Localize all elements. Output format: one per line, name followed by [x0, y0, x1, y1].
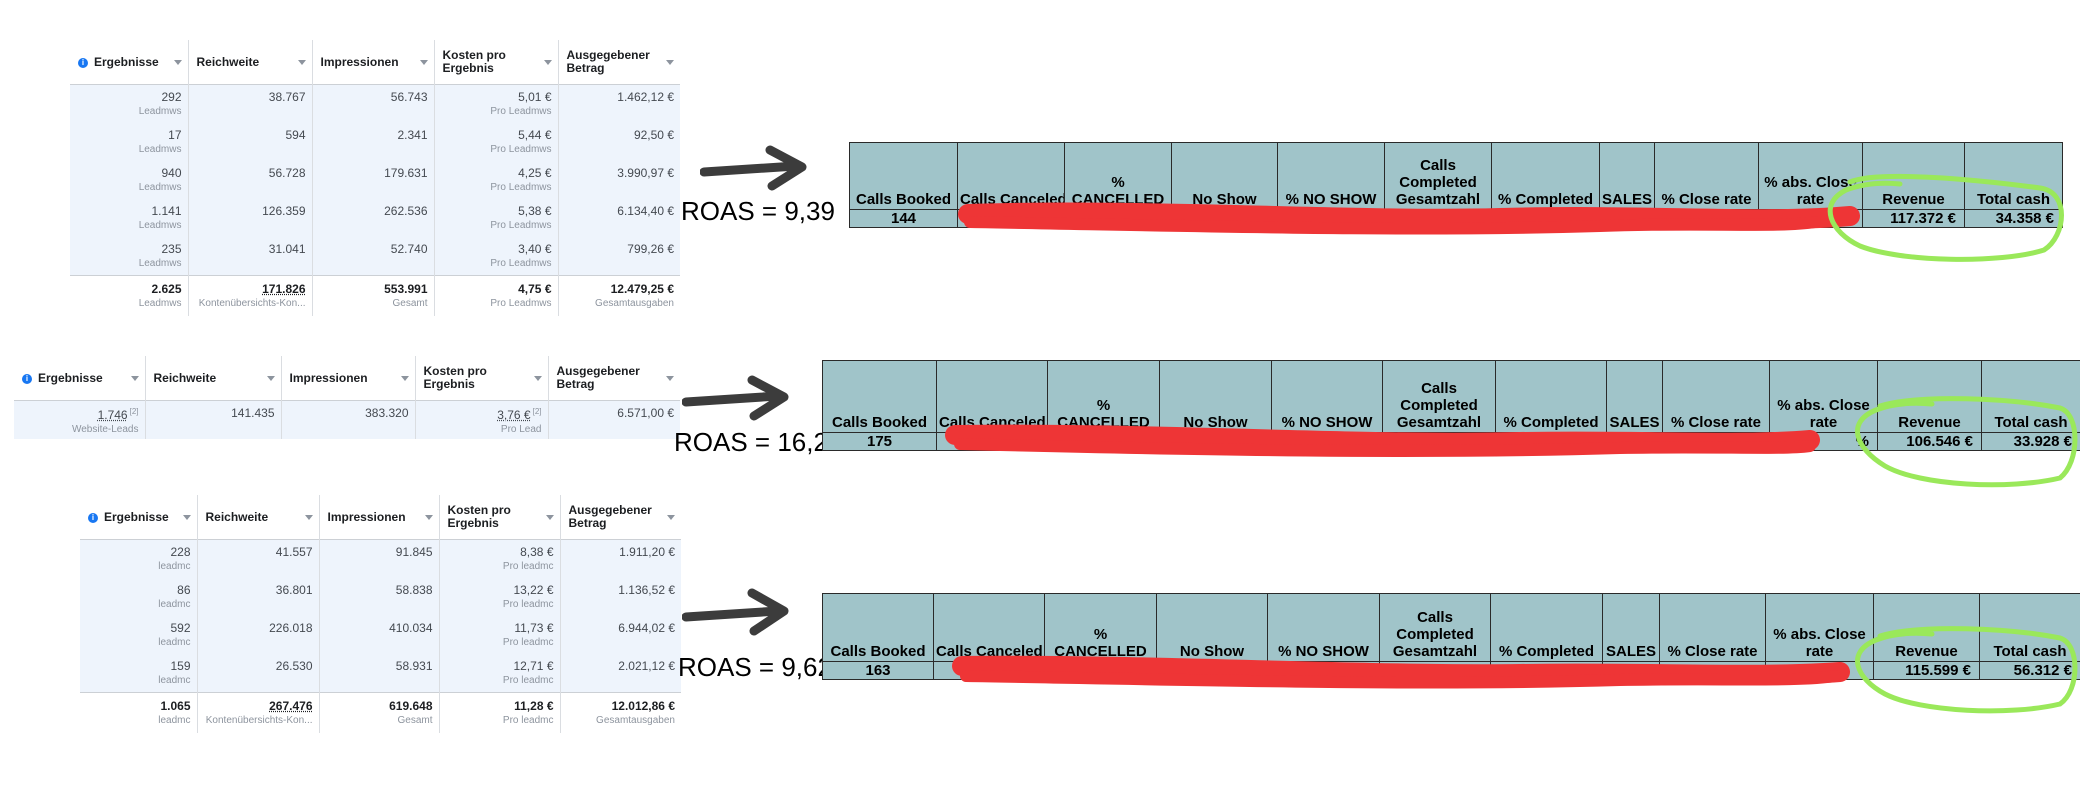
col-revenue: Revenue [1878, 361, 1982, 433]
col-pct-close-rate: % Close rate [1655, 143, 1759, 210]
col-revenue: Revenue [1874, 594, 1980, 662]
col-total-cash: Total cash [1980, 594, 2080, 662]
col-calls-booked: Calls Booked [823, 594, 934, 662]
roas-label-3: ROAS = 9,62 [678, 652, 832, 683]
chevron-down-icon[interactable] [183, 515, 191, 520]
table-row: 175% 106.546 €33.928 € [823, 433, 2080, 451]
chevron-down-icon[interactable] [546, 515, 554, 520]
chevron-down-icon[interactable] [666, 60, 674, 65]
column-header-amount-spent[interactable]: Ausgegebener Betrag [560, 495, 681, 540]
col-pct-cancelled: % CANCELLED [1048, 361, 1160, 433]
col-total-cash: Total cash [1982, 361, 2080, 433]
chevron-down-icon[interactable] [401, 376, 409, 381]
col-no-show: No Show [1160, 361, 1272, 433]
table-row: 144 117.372 €34.358 € [850, 210, 2063, 228]
col-calls-canceled: Calls Canceled [934, 594, 1045, 662]
info-icon[interactable]: i [22, 374, 32, 384]
arrow-right-icon [682, 583, 792, 643]
col-pct-no-show: % NO SHOW [1272, 361, 1383, 433]
col-no-show: No Show [1172, 143, 1278, 210]
col-calls-completed: Calls Completed Gesamtzahl [1383, 361, 1496, 433]
chevron-down-icon[interactable] [534, 376, 542, 381]
col-pct-abs-close-rate: % abs. Close rate [1759, 143, 1863, 210]
column-header-cost-per-result[interactable]: Kosten pro Ergebnis [439, 495, 560, 540]
col-calls-booked: Calls Booked [823, 361, 937, 433]
col-calls-completed: Calls Completed Gesamtzahl [1380, 594, 1491, 662]
col-total-cash: Total cash [1965, 143, 2063, 210]
column-header-amount-spent[interactable]: Ausgegebener Betrag [558, 40, 680, 85]
col-calls-canceled: Calls Canceled [937, 361, 1048, 433]
column-header-cost-per-result[interactable]: Kosten pro Ergebnis [415, 356, 548, 401]
chevron-down-icon[interactable] [267, 376, 275, 381]
sales-sheet-1: Calls Booked Calls Canceled % CANCELLED … [849, 142, 2063, 228]
chevron-down-icon[interactable] [305, 515, 313, 520]
col-pct-abs-close-rate: % abs. Close rate [1766, 594, 1874, 662]
col-sales: SALES [1600, 143, 1655, 210]
table-row: 163 115.599 €56.312 € [823, 662, 2080, 680]
col-pct-no-show: % NO SHOW [1278, 143, 1385, 210]
arrow-right-icon [682, 372, 792, 432]
column-header-reach[interactable]: Reichweite [197, 495, 319, 540]
info-icon[interactable]: i [88, 513, 98, 523]
sales-sheet-2: Calls Booked Calls Canceled % CANCELLED … [822, 360, 2080, 451]
chevron-down-icon[interactable] [298, 60, 306, 65]
col-no-show: No Show [1157, 594, 1268, 662]
table-row[interactable]: 1.746[2]Website-Leads 141.435 383.320 3,… [14, 401, 680, 440]
chevron-down-icon[interactable] [425, 515, 433, 520]
col-pct-no-show: % NO SHOW [1268, 594, 1380, 662]
column-header-impressions[interactable]: Impressionen [312, 40, 434, 85]
col-pct-completed: % Completed [1496, 361, 1607, 433]
col-pct-completed: % Completed [1492, 143, 1600, 210]
column-header-cost-per-result[interactable]: Kosten pro Ergebnis [434, 40, 558, 85]
col-pct-abs-close-rate: % abs. Close rate [1770, 361, 1878, 433]
col-pct-close-rate: % Close rate [1660, 594, 1766, 662]
col-calls-completed: Calls Completed Gesamtzahl [1385, 143, 1492, 210]
chevron-down-icon[interactable] [174, 60, 182, 65]
column-header-impressions[interactable]: Impressionen [319, 495, 439, 540]
col-pct-completed: % Completed [1491, 594, 1603, 662]
chevron-down-icon[interactable] [667, 515, 675, 520]
arrow-right-icon [700, 142, 810, 202]
col-pct-cancelled: % CANCELLED [1065, 143, 1172, 210]
col-calls-canceled: Calls Canceled [958, 143, 1065, 210]
chevron-down-icon[interactable] [666, 376, 674, 381]
col-sales: SALES [1607, 361, 1663, 433]
chevron-down-icon[interactable] [420, 60, 428, 65]
col-pct-close-rate: % Close rate [1663, 361, 1770, 433]
column-header-impressions[interactable]: Impressionen [281, 356, 415, 401]
col-revenue: Revenue [1863, 143, 1965, 210]
col-calls-booked: Calls Booked [850, 143, 958, 210]
info-icon[interactable]: i [78, 58, 88, 68]
chevron-down-icon[interactable] [544, 60, 552, 65]
col-sales: SALES [1603, 594, 1660, 662]
column-header-reach[interactable]: Reichweite [145, 356, 281, 401]
sales-sheet-3: Calls Booked Calls Canceled % CANCELLED … [822, 593, 2080, 680]
column-header-reach[interactable]: Reichweite [188, 40, 312, 85]
column-header-amount-spent[interactable]: Ausgegebener Betrag [548, 356, 680, 401]
col-pct-cancelled: % CANCELLED [1045, 594, 1157, 662]
chevron-down-icon[interactable] [131, 376, 139, 381]
